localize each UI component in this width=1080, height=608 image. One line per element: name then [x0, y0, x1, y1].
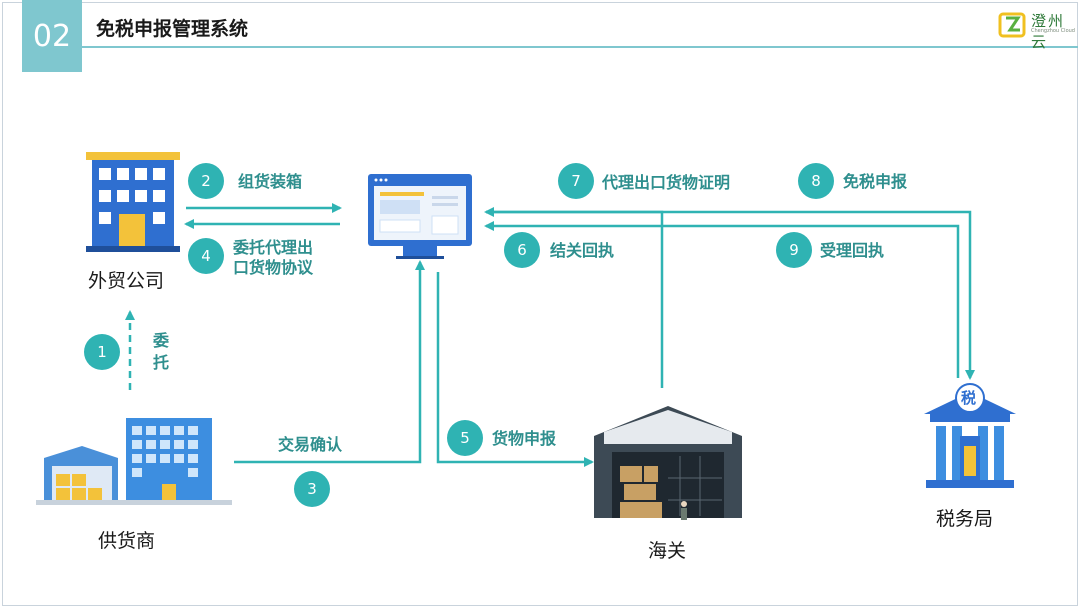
tax-bureau-building-icon [924, 383, 1016, 488]
step-8-badge: 8 [798, 163, 834, 199]
section-number: 02 [22, 0, 82, 72]
step-4-badge: 4 [188, 238, 224, 274]
tax-badge-text: 税 [961, 389, 977, 407]
node-tax-bureau: 税务局 [936, 508, 994, 530]
step-7-label: 代理出口货物证明 [602, 173, 731, 192]
step-4-label: 委托代理出 口货物协议 [233, 238, 314, 277]
step-9-badge: 9 [776, 232, 812, 268]
system-computer-icon [368, 174, 472, 259]
logo-subtitle: Chengzhou Cloud [1031, 28, 1075, 34]
arrow-3-supplier-to-system [234, 260, 425, 464]
step-1-label: 委 托 [153, 331, 170, 372]
step-3-label: 交易确认 [278, 435, 343, 454]
step-8-label: 免税申报 [843, 172, 908, 191]
node-customs: 海关 [648, 540, 687, 562]
arrow-9-tax-to-system [484, 221, 960, 378]
step-1-badge: 1 [84, 334, 120, 370]
page-title: 免税申报管理系统 [96, 18, 249, 40]
node-supplier: 供货商 [98, 530, 156, 552]
step-6-label: 结关回执 [550, 241, 615, 260]
step-7-badge: 7 [558, 163, 594, 199]
supplier-buildings-icon [36, 418, 232, 505]
title-divider [82, 46, 1078, 48]
customs-warehouse-icon [594, 406, 742, 520]
step-6-badge: 6 [504, 232, 540, 268]
step-5-label: 货物申报 [492, 429, 557, 448]
arrow-5-system-to-customs [436, 272, 594, 467]
step-5-badge: 5 [447, 420, 483, 456]
step-2-badge: 2 [188, 163, 224, 199]
arrow-7-8-system-to-tax [486, 210, 975, 380]
step-9-label: 受理回执 [820, 241, 885, 260]
trade-company-building-icon [86, 152, 180, 252]
step-3-badge: 3 [294, 471, 330, 507]
logo-icon [998, 12, 1026, 38]
step-2-label: 组货装箱 [238, 172, 303, 191]
logo-name: 澄州云 [1031, 12, 1066, 51]
node-trade-company: 外贸公司 [88, 270, 165, 292]
